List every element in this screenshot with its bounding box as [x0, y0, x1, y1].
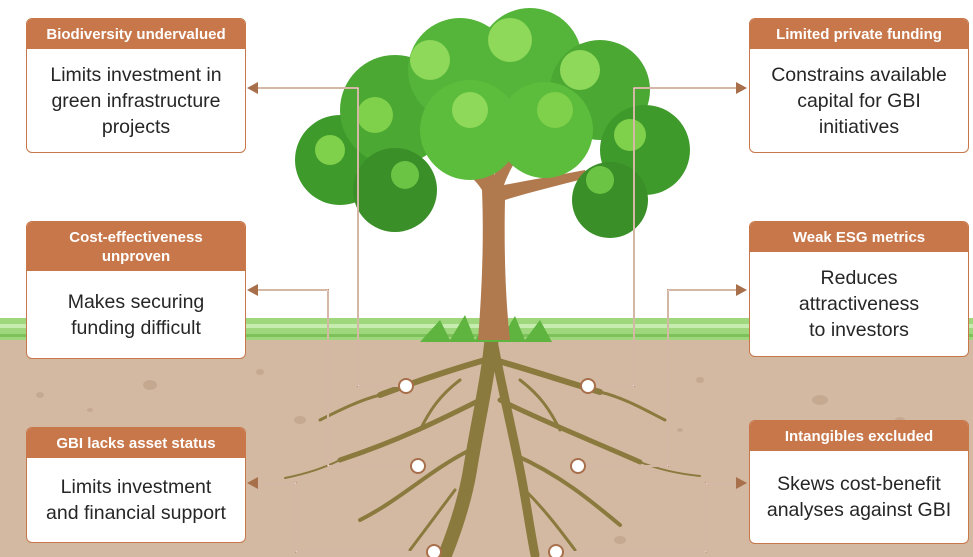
card-body: Limits investment in green infrastructur…: [50, 63, 222, 138]
card-body: Constrains available capital for GBI ini…: [771, 63, 947, 138]
card-cost-effectiveness-unproven: Cost-effectiveness unproven Makes securi…: [26, 221, 246, 359]
card-weak-esg-metrics: Weak ESG metrics Reduces attractiveness …: [749, 221, 969, 357]
card-title: GBI lacks asset status: [27, 428, 245, 458]
arrowhead-icon: [247, 284, 258, 296]
card-limited-private-funding: Limited private funding Constrains avail…: [749, 18, 969, 153]
card-title: Cost-effectiveness unproven: [27, 222, 245, 271]
arrowhead-icon: [736, 477, 747, 489]
card-body: Limits investment and financial support: [46, 476, 226, 524]
card-title: Weak ESG metrics: [750, 222, 968, 252]
card-body: Reduces attractiveness to investors: [798, 267, 920, 341]
root-node-circle: [410, 458, 426, 474]
card-intangibles-excluded: Intangibles excluded Skews cost-benefit …: [749, 420, 969, 544]
arrowhead-icon: [247, 477, 258, 489]
root-node-circle: [580, 378, 596, 394]
root-nodes: [398, 378, 596, 557]
arrowhead-icon: [736, 284, 747, 296]
tree-foliage: [295, 8, 690, 238]
root-node-circle: [426, 544, 442, 557]
card-gbi-lacks-asset-status: GBI lacks asset status Limits investment…: [26, 427, 246, 543]
card-title: Biodiversity undervalued: [27, 19, 245, 49]
arrowheads: [247, 82, 747, 489]
arrowhead-icon: [736, 82, 747, 94]
root-node-circle: [548, 544, 564, 557]
card-title: Limited private funding: [750, 19, 968, 49]
connector-lines-inner: [253, 87, 741, 553]
card-body: Makes securing funding difficult: [67, 290, 205, 339]
arrowhead-icon: [247, 82, 258, 94]
card-title: Intangibles excluded: [750, 421, 968, 451]
card-biodiversity-undervalued: Biodiversity undervalued Limits investme…: [26, 18, 246, 153]
card-body: Skews cost-benefit analyses against GBI: [766, 473, 952, 521]
root-node-circle: [570, 458, 586, 474]
root-node-circle: [398, 378, 414, 394]
